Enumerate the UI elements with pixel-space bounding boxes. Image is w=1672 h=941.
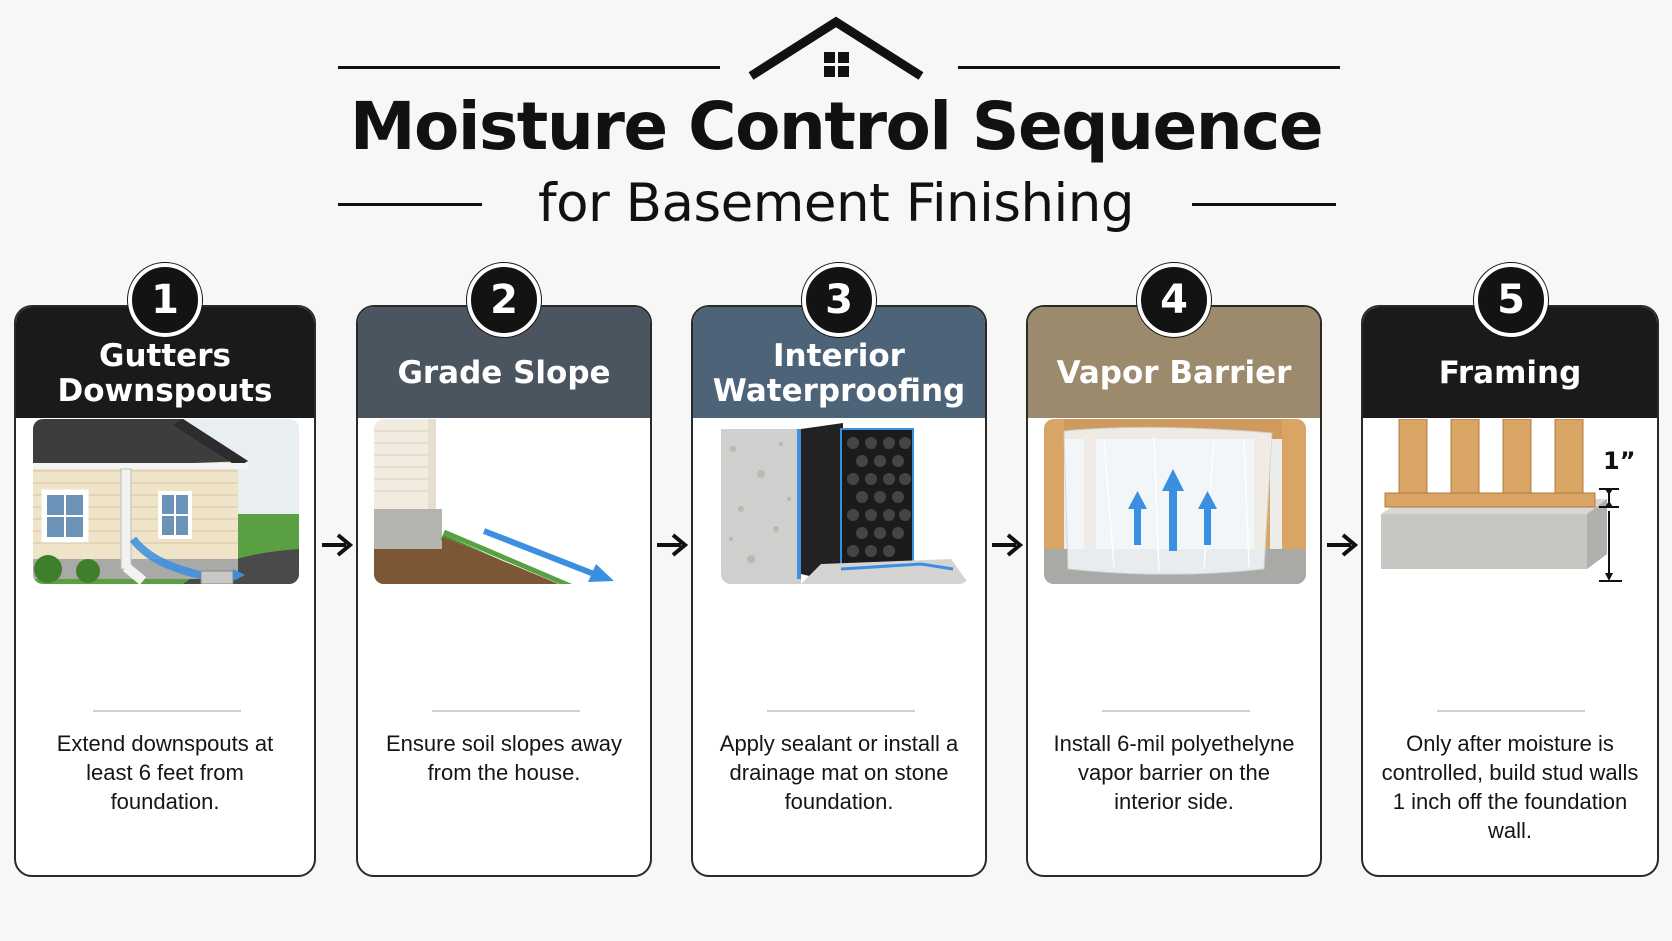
step-description: Install 6-mil polyethelyne vapor barrier…: [1053, 731, 1295, 814]
card-separator: [1102, 710, 1250, 712]
step-card-3: Interior Waterproofing: [691, 305, 987, 877]
step-description: Apply sealant or install a drainage mat …: [719, 731, 959, 814]
step-description: Ensure soil slopes away from the house.: [385, 731, 622, 785]
house-icon: [748, 16, 924, 80]
gap-dimension-label: 1”: [1603, 447, 1635, 475]
card-separator: [767, 710, 915, 712]
step-number-badge-2: 2: [467, 263, 541, 337]
header: Moisture Control Sequence for Basement F…: [0, 0, 1672, 250]
drainage-mat-icon: [721, 419, 969, 584]
soil-slope-icon: [374, 419, 636, 584]
stud-framing-icon: 1”: [1377, 419, 1647, 584]
subtitle-rule-left: [338, 203, 482, 206]
card-separator: [432, 710, 580, 712]
step-title: Grade Slope: [358, 307, 650, 418]
card-separator: [93, 710, 241, 712]
step-card-4: Vapor Barrier Install 6-mil polyethelyne…: [1026, 305, 1322, 877]
house-gutter-downspout-icon: [33, 419, 299, 584]
title-rule-left-top: [338, 66, 720, 69]
step-card-1: Gutters Downspouts: [14, 305, 316, 877]
arrow-right-icon: [1327, 533, 1359, 557]
arrow-right-icon: [992, 533, 1024, 557]
step-number-badge-5: 5: [1474, 263, 1548, 337]
step-card-5: Framing 1” Only after moisture: [1361, 305, 1659, 877]
step-number-badge-3: 3: [802, 263, 876, 337]
step-card-2: Grade Slope Ensure soil slopes away from…: [356, 305, 652, 877]
step-number-badge-4: 4: [1137, 263, 1211, 337]
step-number-badge-1: 1: [128, 263, 202, 337]
card-separator: [1437, 710, 1585, 712]
step-description: Extend downspouts at least 6 feet from f…: [56, 731, 274, 814]
subtitle-rule-right: [1192, 203, 1336, 206]
arrow-right-icon: [657, 533, 689, 557]
title-rule-right-top: [958, 66, 1340, 69]
page-subtitle: for Basement Finishing: [537, 173, 1135, 234]
step-description: Only after moisture is controlled, build…: [1381, 731, 1639, 843]
vapor-barrier-icon: [1044, 419, 1306, 584]
page-title: Moisture Control Sequence: [349, 88, 1324, 165]
arrow-right-icon: [322, 533, 354, 557]
